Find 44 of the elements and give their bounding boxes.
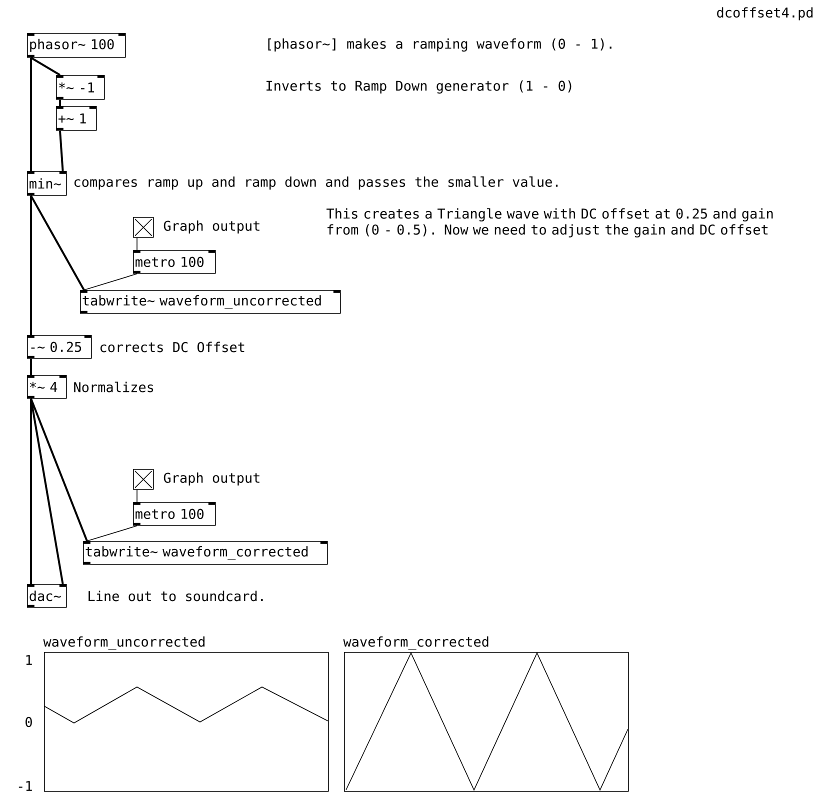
- patch-cord: [30, 196, 32, 335]
- array-graph: waveform_uncorrected: [43, 636, 329, 792]
- comment-text: This creates a Triangle wave with DC offset at 0.25 and gain from (0 - 0.5). Now we need to adjust the gain and DC offset: [326, 208, 773, 238]
- patch-cord: [86, 525, 138, 542]
- comment-text: Normalizes: [74, 382, 154, 392]
- patch-cord: [59, 100, 61, 106]
- object-box: min~: [27, 171, 67, 196]
- axis-tick-label: 0: [26, 716, 32, 728]
- patch-cord: [30, 358, 32, 375]
- object-box: dac~: [27, 584, 67, 608]
- patch-cord: [30, 398, 64, 584]
- comment-text: Graph output: [164, 472, 260, 486]
- object-box: tabwrite~ waveform_uncorrected: [80, 290, 341, 314]
- object-box: *~ 4: [27, 375, 67, 399]
- comment-text: [phasor~] makes a ramping waveform (0 - 1).: [268, 38, 612, 52]
- comment-text: Line out to soundcard.: [88, 590, 263, 602]
- object-box: phasor~ 100: [27, 33, 126, 58]
- toggle-box: [133, 217, 154, 238]
- patch-cord: [59, 130, 64, 172]
- node-label: waveform_corrected: [343, 636, 488, 650]
- array-graph: waveform_corrected: [343, 636, 629, 792]
- object-box: *~ -1: [56, 75, 105, 100]
- object-box: tabwrite~ waveform_corrected: [83, 541, 328, 565]
- axis-tick-label: 1: [26, 655, 32, 665]
- axis-tick-label: -1: [18, 781, 32, 791]
- object-box: +~ 1: [56, 106, 97, 131]
- object-box: -~ 0.25: [27, 335, 92, 359]
- patch-cord: [136, 237, 138, 250]
- patch-cord: [84, 273, 138, 290]
- patch-cord: [136, 489, 138, 502]
- comment-text: Inverts to Ramp Down generator (1 - 0): [266, 80, 572, 94]
- comment-text: compares ramp up and ramp down and passes the smaller value.: [74, 176, 558, 190]
- file-name: dcoffset4.pd: [717, 7, 813, 20]
- patch-cord: [30, 58, 32, 171]
- comment-text: corrects DC Offset: [100, 342, 244, 352]
- patch-cord: [30, 56, 61, 76]
- object-box: metro 100: [133, 250, 216, 274]
- patch-cord: [30, 398, 32, 584]
- comment-text: Graph output: [164, 220, 260, 234]
- patch-cord: [30, 398, 88, 542]
- node-label: waveform_uncorrected: [43, 636, 204, 650]
- toggle-box: [133, 469, 154, 490]
- patch-cord: [30, 195, 85, 290]
- object-box: metro 100: [133, 502, 216, 526]
